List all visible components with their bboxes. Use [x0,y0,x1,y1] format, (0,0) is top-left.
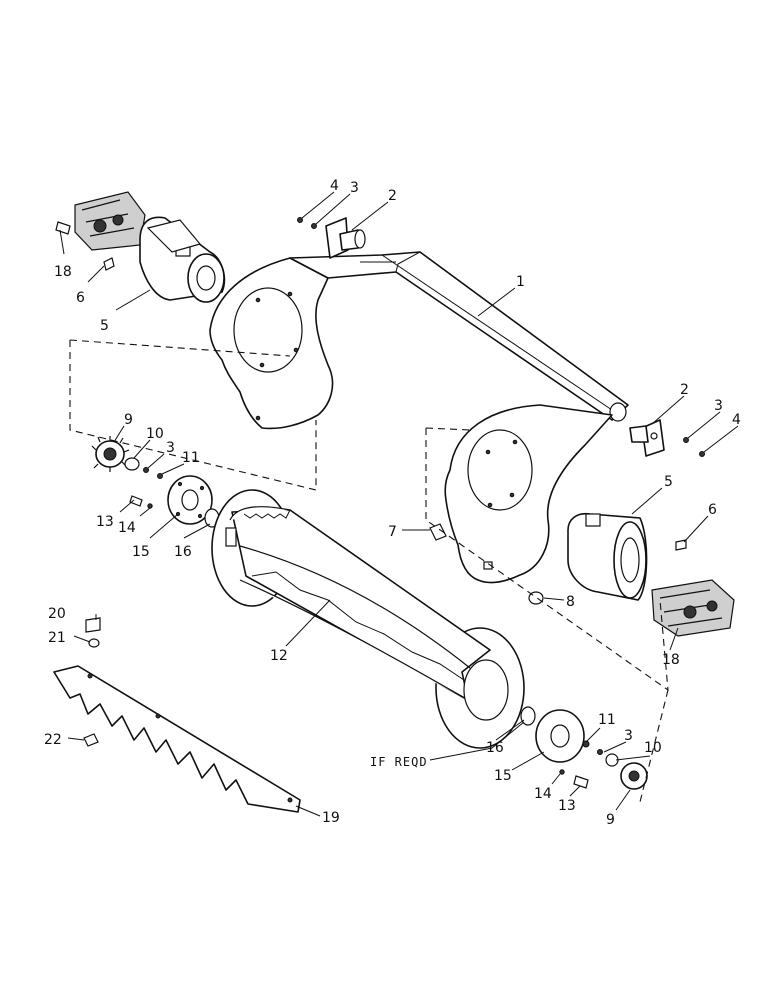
drive-sprocket-right [620,762,648,790]
callout-14b: 14 [534,786,552,802]
bolt-left [129,495,143,507]
drive-sprocket-left [91,436,130,472]
callout-6a: 6 [76,290,85,306]
callout-18a: 18 [54,264,72,280]
bolt-knife [85,617,101,633]
bolt-housing-right [675,539,687,551]
hydraulic-motor-right [651,579,735,637]
washer-pin-right [683,437,689,443]
bearing-flange-left [167,475,213,525]
pivot-pin-right [629,419,665,457]
nut-top [297,217,303,223]
callout-15a: 15 [132,544,150,560]
washer-knife [88,638,100,648]
grease-fitting [429,523,447,541]
bolt-housing-left [103,257,115,271]
callout-7: 7 [388,524,397,540]
callout-10b: 10 [644,740,662,756]
callout-2a: 2 [388,188,397,204]
motor-housing-left [139,216,226,303]
callout-16a: 16 [174,544,192,560]
callout-13b: 13 [558,798,576,814]
callout-3b: 3 [166,440,175,456]
dashed-group-right [425,428,669,692]
motor-housing-right [567,512,648,601]
callout-13a: 13 [96,514,114,530]
callout-5b: 5 [664,474,673,490]
bolt-right [573,775,589,789]
callout-11b: 11 [598,712,616,728]
callout-20: 20 [48,606,66,622]
callout-9a: 9 [124,412,133,428]
callout-15b: 15 [494,768,512,784]
rotor-drum [211,489,525,749]
frame-crossbeam [289,251,629,421]
lock-washer-left [143,467,149,473]
o-ring-right [520,706,536,726]
knife-bar [53,665,301,813]
callout-21: 21 [48,630,66,646]
note-if-reqd: IF REQD [370,755,428,769]
washer-left [124,457,140,471]
callout-18b: 18 [662,652,680,668]
callout-2b: 2 [680,382,689,398]
frame-left-hole [233,287,303,373]
callout-labels: 18 6 5 4 3 2 1 9 10 3 11 13 14 15 16 2 3… [44,178,741,828]
hydraulic-motor-left [55,191,146,251]
frame-assembly [209,251,629,584]
callout-4a: 4 [330,178,339,194]
bearing-flange-right [535,709,585,763]
callout-10a: 10 [146,426,164,442]
callout-14a: 14 [118,520,136,536]
nut-knife [83,733,99,747]
nut-left [157,473,163,479]
callout-5a: 5 [100,318,109,334]
callout-4b: 4 [732,412,741,428]
pivot-pin-top [325,217,366,259]
callout-3d: 3 [624,728,633,744]
frame-right-hole [467,429,533,511]
nut-pin-right [699,451,705,457]
callout-3c: 3 [714,398,723,414]
callout-12: 12 [270,648,288,664]
callout-19: 19 [322,810,340,826]
callout-9b: 9 [606,812,615,828]
callout-3a: 3 [350,180,359,196]
washer-top [311,223,317,229]
nut-right [582,740,590,748]
callout-8: 8 [566,594,575,610]
callout-16b: 16 [486,740,504,756]
lock-washer-right [597,749,603,755]
leader-lines [59,191,739,817]
callout-6b: 6 [708,502,717,518]
callout-11a: 11 [182,450,200,466]
dashed-group-left [69,340,317,491]
callout-22: 22 [44,732,62,748]
callout-1: 1 [516,274,525,290]
